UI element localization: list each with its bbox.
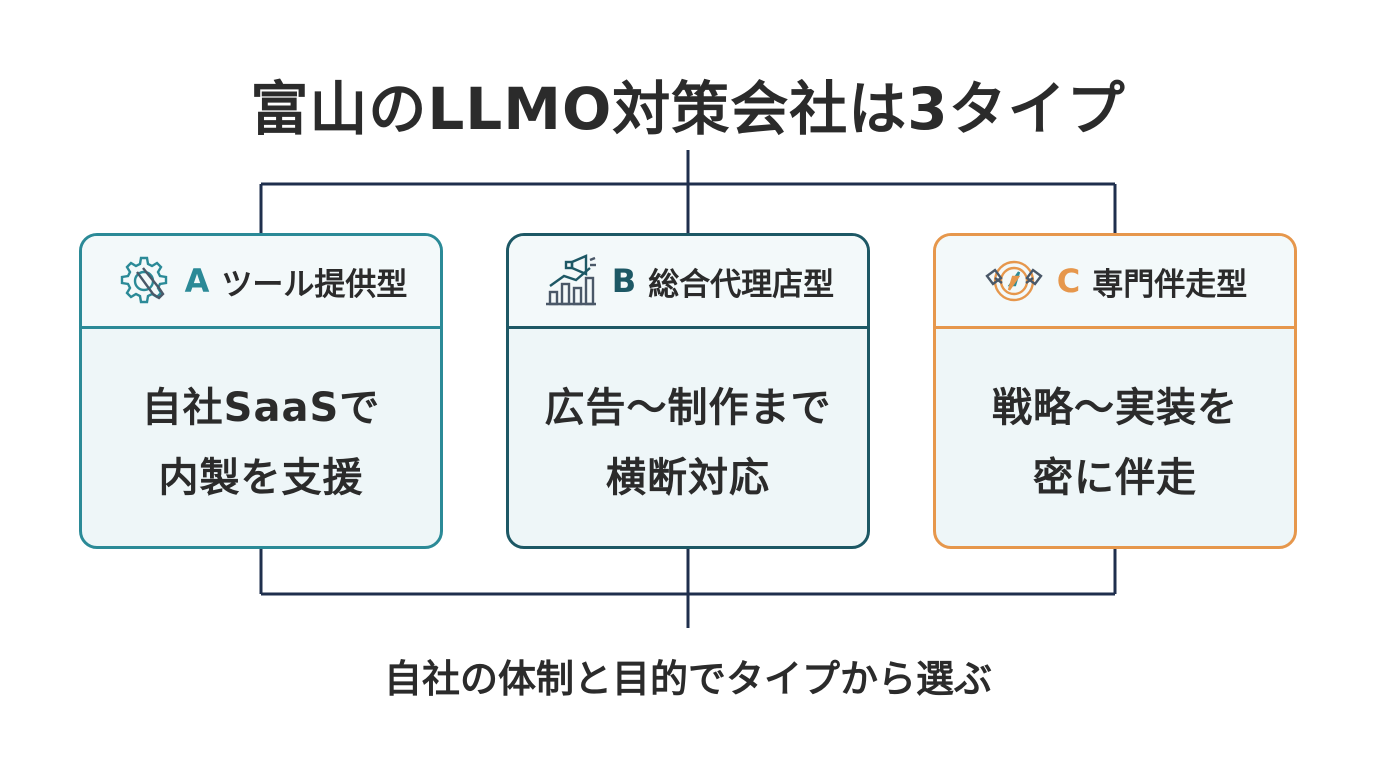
type-desc-line: 戦略〜実装を: [992, 385, 1238, 431]
type-card-header: B 総合代理店型: [509, 236, 867, 329]
compass-handshake-icon: [985, 260, 1043, 302]
type-card-header: A ツール提供型: [82, 236, 440, 329]
type-name: ツール提供型: [221, 266, 408, 303]
diagram-title: 富山のLLMO対策会社は3タイプ: [250, 75, 1126, 143]
type-card-body: 自社SaaSで 内製を支援: [82, 329, 440, 546]
type-name: 総合代理店型: [648, 266, 835, 303]
type-card-c: C 専門伴走型 戦略〜実装を 密に伴走: [933, 233, 1297, 549]
type-card-b: B 総合代理店型 広告〜制作まで 横断対応: [506, 233, 870, 549]
type-card-body: 広告〜制作まで 横断対応: [509, 329, 867, 546]
type-letter: A: [184, 262, 210, 300]
type-desc-line: 内製を支援: [158, 455, 364, 501]
type-card-a: A ツール提供型 自社SaaSで 内製を支援: [79, 233, 443, 549]
type-letter: B: [611, 262, 637, 300]
footer-note: 自社の体制と目的でタイプから選ぶ: [383, 657, 992, 701]
type-desc-line: 横断対応: [606, 455, 770, 501]
type-letter: C: [1056, 262, 1081, 300]
gear-wrench-icon: [120, 256, 167, 304]
type-name: 専門伴走型: [1092, 266, 1248, 303]
megaphone-chart-icon: [545, 254, 596, 306]
type-desc-line: 密に伴走: [1033, 455, 1197, 501]
type-card-body: 戦略〜実装を 密に伴走: [936, 329, 1294, 546]
type-card-header: C 専門伴走型: [936, 236, 1294, 329]
type-desc-line: 自社SaaSで: [141, 385, 381, 431]
type-desc-line: 広告〜制作まで: [544, 385, 832, 431]
